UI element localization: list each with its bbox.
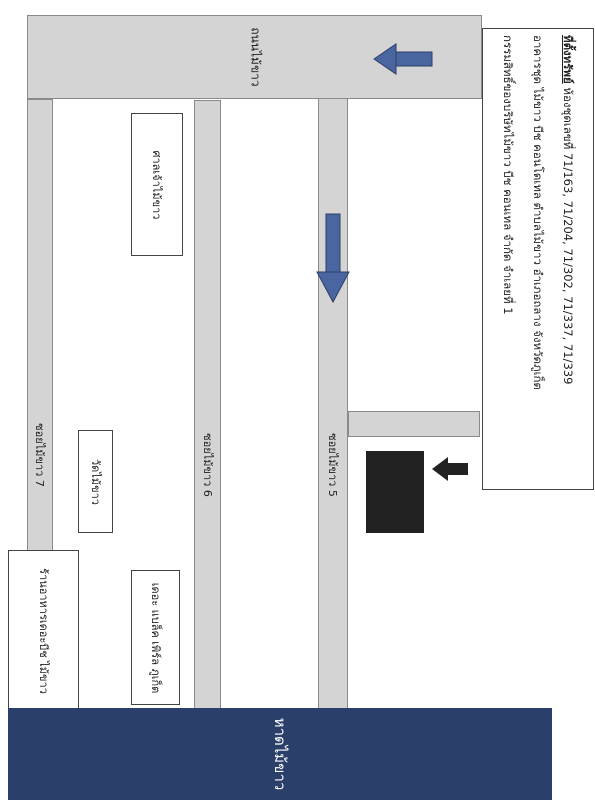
info-box: ที่ตั้งทรัพย์ ห้องชุดเลขที่ 71/163, 71/2… — [482, 28, 594, 490]
temple-label: วัดไม้ขาว — [88, 458, 102, 505]
beach-area: หาดไม้ขาว — [8, 708, 552, 800]
restaurant-label: ร้านอาหารเดอะบีช ไม้ขาว — [36, 568, 50, 694]
soi-7-road — [27, 99, 53, 553]
main-road-label: ถนนไม้ขาว — [248, 27, 262, 87]
soi-5-label-wrap: ซอยไม้ขาว 5 — [318, 410, 348, 520]
property-pointer-arrow-icon — [432, 457, 468, 481]
shrine-label: ศาลเจ้าไม้ขาว — [150, 150, 163, 219]
restaurant-box: ร้านอาหารเดอะบีช ไม้ขาว — [8, 550, 79, 712]
access-road — [348, 411, 480, 437]
info-title: ที่ตั้งทรัพย์ — [561, 35, 575, 84]
soi-6-label-wrap: ซอยไม้ขาว 6 — [194, 410, 221, 520]
shrine-box: ศาลเจ้าไม้ขาว — [131, 113, 183, 256]
info-line-1-text: ห้องชุดเลขที่ 71/163, 71/204, 71/302, 71… — [561, 87, 575, 385]
soi-6-label: ซอยไม้ขาว 6 — [200, 433, 214, 497]
hotel-box: เดอะ แบล็ค เพิร์ล ภูเก็ต — [131, 570, 180, 705]
soi-7-label-wrap: ซอยไม้ขาว 7 — [27, 400, 53, 510]
temple-box: วัดไม้ขาว — [78, 430, 113, 533]
soi-6-road — [194, 100, 221, 710]
soi-7-label: ซอยไม้ขาว 7 — [33, 423, 46, 487]
hotel-label: เดอะ แบล็ค เพิร์ล ภูเก็ต — [148, 582, 162, 693]
beach-label: หาดไม้ขาว — [271, 717, 289, 791]
info-line-3: กรรมสิทธิ์ของบริษัทไม้ขาว บีช คอนเทล จำก… — [501, 35, 515, 315]
property-marker — [366, 451, 424, 533]
info-text-block: ที่ตั้งทรัพย์ ห้องชุดเลขที่ 71/163, 71/2… — [493, 35, 583, 483]
info-line-2: อาคารชุด ไม้ขาว บีช คอนโดเทล ตำบลไม้ขาว … — [531, 35, 545, 390]
soi-5-label: ซอยไม้ขาว 5 — [326, 433, 339, 497]
main-road-direction-arrow-icon — [373, 43, 433, 75]
soi-5-road — [318, 98, 348, 710]
soi-5-direction-arrow-icon — [316, 213, 350, 304]
info-line-1: ที่ตั้งทรัพย์ ห้องชุดเลขที่ 71/163, 71/2… — [553, 35, 583, 483]
